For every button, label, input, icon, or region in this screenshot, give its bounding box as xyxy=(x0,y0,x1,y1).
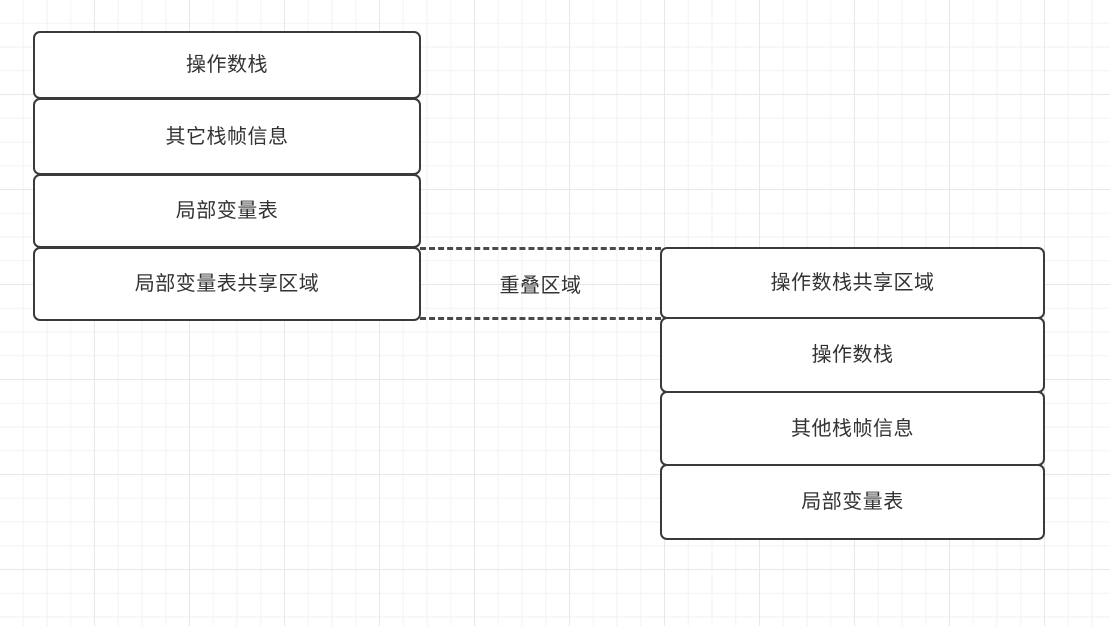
left-box-operand-stack[interactable]: 操作数栈 xyxy=(33,31,421,99)
right-box-operand-stack[interactable]: 操作数栈 xyxy=(660,317,1045,393)
overlap-region-label: 重叠区域 xyxy=(499,275,582,297)
overlap-region: 重叠区域 xyxy=(420,247,661,320)
right-box-operand-stack-label: 操作数栈 xyxy=(811,344,894,366)
left-box-local-variable-shared-area-label: 局部变量表共享区域 xyxy=(134,273,320,295)
left-box-other-frame-info-label: 其它栈帧信息 xyxy=(165,125,289,148)
left-stack-frame-group: 操作数栈 其它栈帧信息 局部变量表 局部变量表共享区域 xyxy=(33,31,421,321)
left-box-local-variable-table-label: 局部变量表 xyxy=(175,200,279,222)
left-box-other-frame-info[interactable]: 其它栈帧信息 xyxy=(33,98,421,175)
right-box-local-variable-table[interactable]: 局部变量表 xyxy=(660,464,1045,540)
left-box-local-variable-table[interactable]: 局部变量表 xyxy=(33,174,421,248)
right-box-operand-stack-shared-area-label: 操作数栈共享区域 xyxy=(770,272,935,294)
right-box-operand-stack-shared-area[interactable]: 操作数栈共享区域 xyxy=(660,247,1045,319)
right-box-other-frame-info-label: 其他栈帧信息 xyxy=(791,417,914,440)
right-box-local-variable-table-label: 局部变量表 xyxy=(801,491,904,513)
right-stack-frame-group: 操作数栈共享区域 操作数栈 其他栈帧信息 局部变量表 xyxy=(660,247,1045,540)
left-box-operand-stack-label: 操作数栈 xyxy=(186,54,268,76)
right-box-other-frame-info[interactable]: 其他栈帧信息 xyxy=(660,391,1045,466)
left-box-local-variable-shared-area[interactable]: 局部变量表共享区域 xyxy=(33,247,421,321)
overlap-dashed-line-top xyxy=(420,247,661,250)
overlap-dashed-line-bottom xyxy=(420,317,661,320)
